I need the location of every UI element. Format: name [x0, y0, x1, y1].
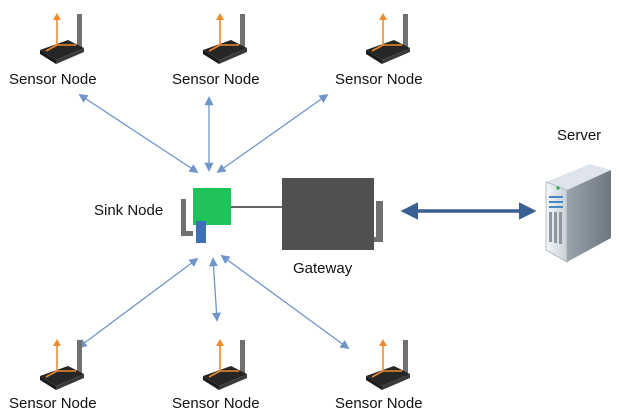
sensor-node-label: Sensor Node	[9, 71, 97, 88]
sensor-node-icon	[203, 13, 247, 64]
sensor-node-label: Sensor Node	[9, 395, 97, 412]
server-icon	[545, 164, 611, 263]
sensor-node-icon	[40, 13, 84, 64]
sensor-node-label: Sensor Node	[335, 71, 423, 88]
link-bottom-right	[220, 254, 350, 350]
sensor-node-label: Sensor Node	[172, 71, 260, 88]
link-top-left	[78, 93, 199, 174]
sensor-node-label: Sensor Node	[335, 395, 423, 412]
link-bottom-left	[77, 257, 199, 349]
sensor-node-label: Sensor Node	[172, 395, 260, 412]
server-label: Server	[557, 127, 602, 144]
sensor-node-icon	[40, 339, 84, 390]
sensor-node-icon	[203, 339, 247, 390]
gateway-label: Gateway	[293, 260, 353, 277]
sink-node-label: Sink Node	[94, 202, 164, 219]
wireless-links	[77, 93, 350, 350]
link-top-right	[216, 93, 329, 174]
sensor-node-icon	[366, 339, 410, 390]
gateway-icon	[282, 178, 383, 250]
sink-node-icon	[181, 188, 231, 243]
sensor-node-icon	[366, 13, 410, 64]
link-bottom-center	[208, 257, 222, 322]
